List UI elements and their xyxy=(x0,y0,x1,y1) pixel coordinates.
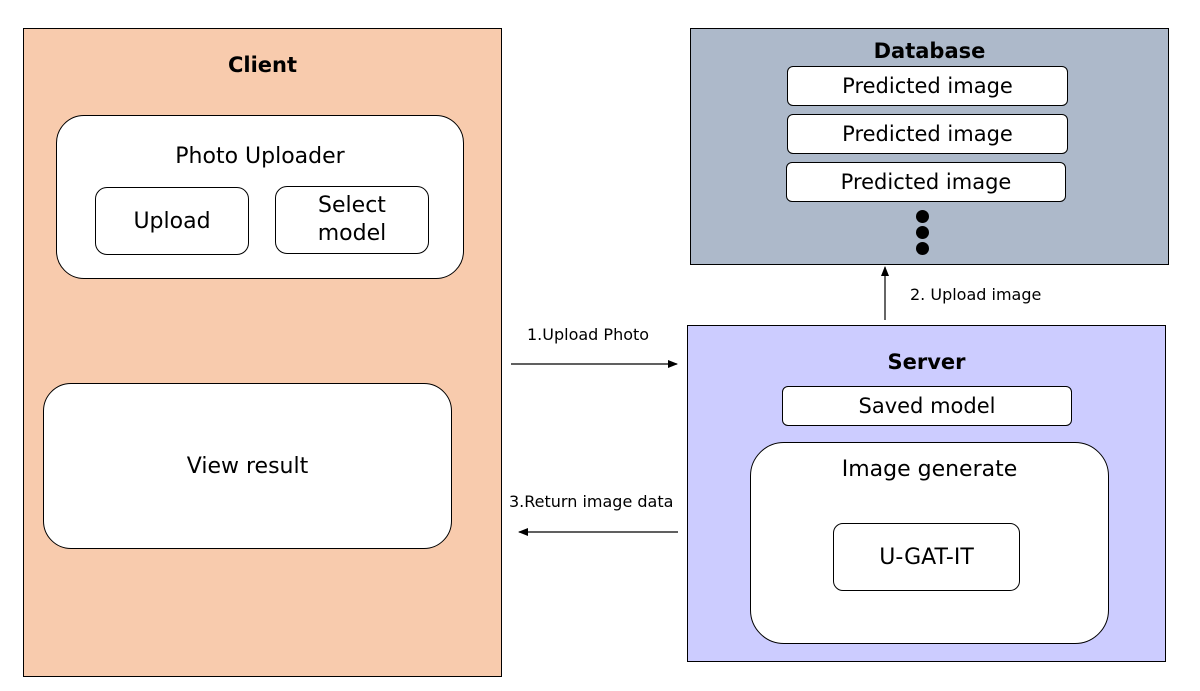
predicted-image-item: Predicted image xyxy=(786,162,1066,202)
server-panel: Server Saved model Image generate U-GAT-… xyxy=(687,325,1166,662)
select-model-button[interactable]: Select model xyxy=(275,186,429,254)
photo-uploader: Photo Uploader Upload Select model xyxy=(56,115,464,279)
ellipsis-dot xyxy=(916,210,929,223)
ugatit-model-box: U-GAT-IT xyxy=(833,523,1020,591)
upload-button[interactable]: Upload xyxy=(95,187,249,255)
image-generate-box: Image generate U-GAT-IT xyxy=(750,442,1109,644)
select-model-label-line1: Select xyxy=(318,193,386,218)
database-panel: Database Predicted image Predicted image… xyxy=(690,28,1169,265)
saved-model-box: Saved model xyxy=(782,386,1072,426)
image-generate-label: Image generate xyxy=(841,457,1018,482)
view-result-panel: View result xyxy=(43,383,452,549)
ellipsis-dot xyxy=(916,242,929,255)
client-panel: Client Photo Uploader Upload Select mode… xyxy=(23,28,502,677)
select-model-label-line2: model xyxy=(317,221,387,246)
predicted-image-item: Predicted image xyxy=(787,66,1068,106)
database-title: Database xyxy=(873,39,986,63)
ellipsis-dot xyxy=(916,226,929,239)
upload-photo-label: 1.Upload Photo xyxy=(527,325,650,344)
predicted-image-item: Predicted image xyxy=(787,114,1068,154)
photo-uploader-label: Photo Uploader xyxy=(175,144,345,169)
client-title: Client xyxy=(227,53,298,77)
return-image-label: 3.Return image data xyxy=(509,492,674,511)
upload-image-label: 2. Upload image xyxy=(910,285,1042,304)
server-title: Server xyxy=(887,350,966,374)
